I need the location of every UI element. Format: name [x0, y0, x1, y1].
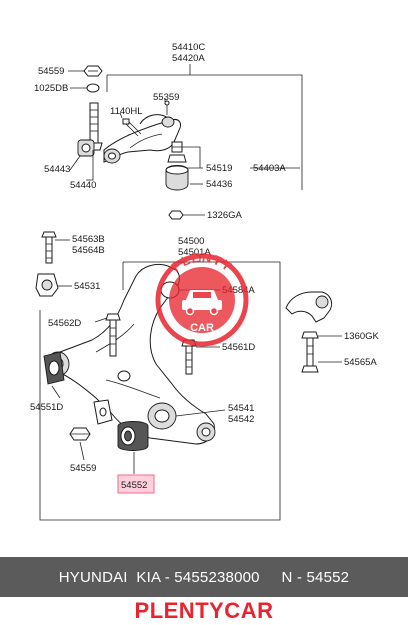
- label-55359: 55359: [153, 92, 179, 103]
- bolt-54563b: [41, 231, 57, 264]
- label-54403a: 54403A: [253, 163, 286, 174]
- nut-54559-bottom: [69, 427, 91, 441]
- car-icon: [182, 290, 222, 316]
- label-1025db: 1025DB: [34, 83, 68, 94]
- label-54440: 54440: [70, 180, 96, 191]
- label-54531: 54531: [74, 281, 100, 292]
- label-1140hl: 1140HL: [110, 106, 143, 117]
- label-54563b: 54563B: [72, 234, 105, 245]
- lower-arm-group: [35, 231, 281, 521]
- label-54552: 54552: [121, 480, 147, 491]
- bushing-54552: [117, 421, 155, 494]
- label-54443: 54443: [44, 164, 70, 175]
- parts-diagram: 54410C 54420A 54559 1025DB 55359 1140HL …: [30, 42, 380, 521]
- label-1360gk: 1360GK: [344, 331, 380, 342]
- label-1326ga: 1326GA: [207, 210, 243, 221]
- stabilizer-link-group: [285, 291, 342, 373]
- label-54561d: 54561D: [222, 342, 255, 353]
- boot-54436: [165, 165, 189, 191]
- ball-joint-54519: [167, 141, 187, 163]
- part-labels: 54410C 54420A 54559 1025DB 55359 1140HL …: [30, 42, 380, 491]
- label-54559-bottom: 54559: [70, 463, 96, 474]
- watermark-logo: PLENTY CAR: [155, 250, 249, 347]
- lower-arm-54500: [46, 263, 216, 445]
- brand-name: PLENTYCAR: [134, 598, 274, 623]
- bolt-1140hl: [122, 118, 142, 137]
- label-54500: 54500: [178, 236, 204, 247]
- label-54551d: 54551D: [30, 402, 63, 413]
- nut-1326ga: [168, 210, 205, 220]
- label-54501a: 54501A: [178, 247, 211, 258]
- upper-arm-54410c: [103, 114, 181, 164]
- nut-54559-top: [83, 65, 103, 77]
- upper-arm-group: [68, 64, 303, 220]
- nipple-55359: [164, 100, 170, 115]
- bolt-54562d: [105, 313, 121, 357]
- label-54436: 54436: [206, 179, 232, 190]
- label-54420a: 54420A: [172, 53, 205, 64]
- label-54564b: 54564B: [72, 245, 105, 256]
- label-54559-top: 54559: [38, 66, 64, 77]
- watermark-ring: [155, 253, 249, 347]
- label-54542: 54542: [228, 414, 254, 425]
- mount-54531: [35, 273, 59, 297]
- label-54562d: 54562D: [48, 318, 81, 329]
- label-54541: 54541: [228, 403, 254, 414]
- bracket-54541: [93, 399, 113, 425]
- washer-1025db: [86, 83, 100, 93]
- footer-part-number-bar: HYUNDAI KIA - 5455238000 N - 54552: [0, 557, 408, 597]
- label-54410c: 54410C: [172, 42, 205, 53]
- bushing-54551d: [43, 351, 65, 385]
- watermark-bottom-text: CAR: [190, 322, 214, 334]
- label-54565a: 54565A: [344, 357, 377, 368]
- label-54519: 54519: [206, 163, 232, 174]
- bushing-54443: [77, 139, 95, 157]
- label-54584a: 54584A: [222, 285, 255, 296]
